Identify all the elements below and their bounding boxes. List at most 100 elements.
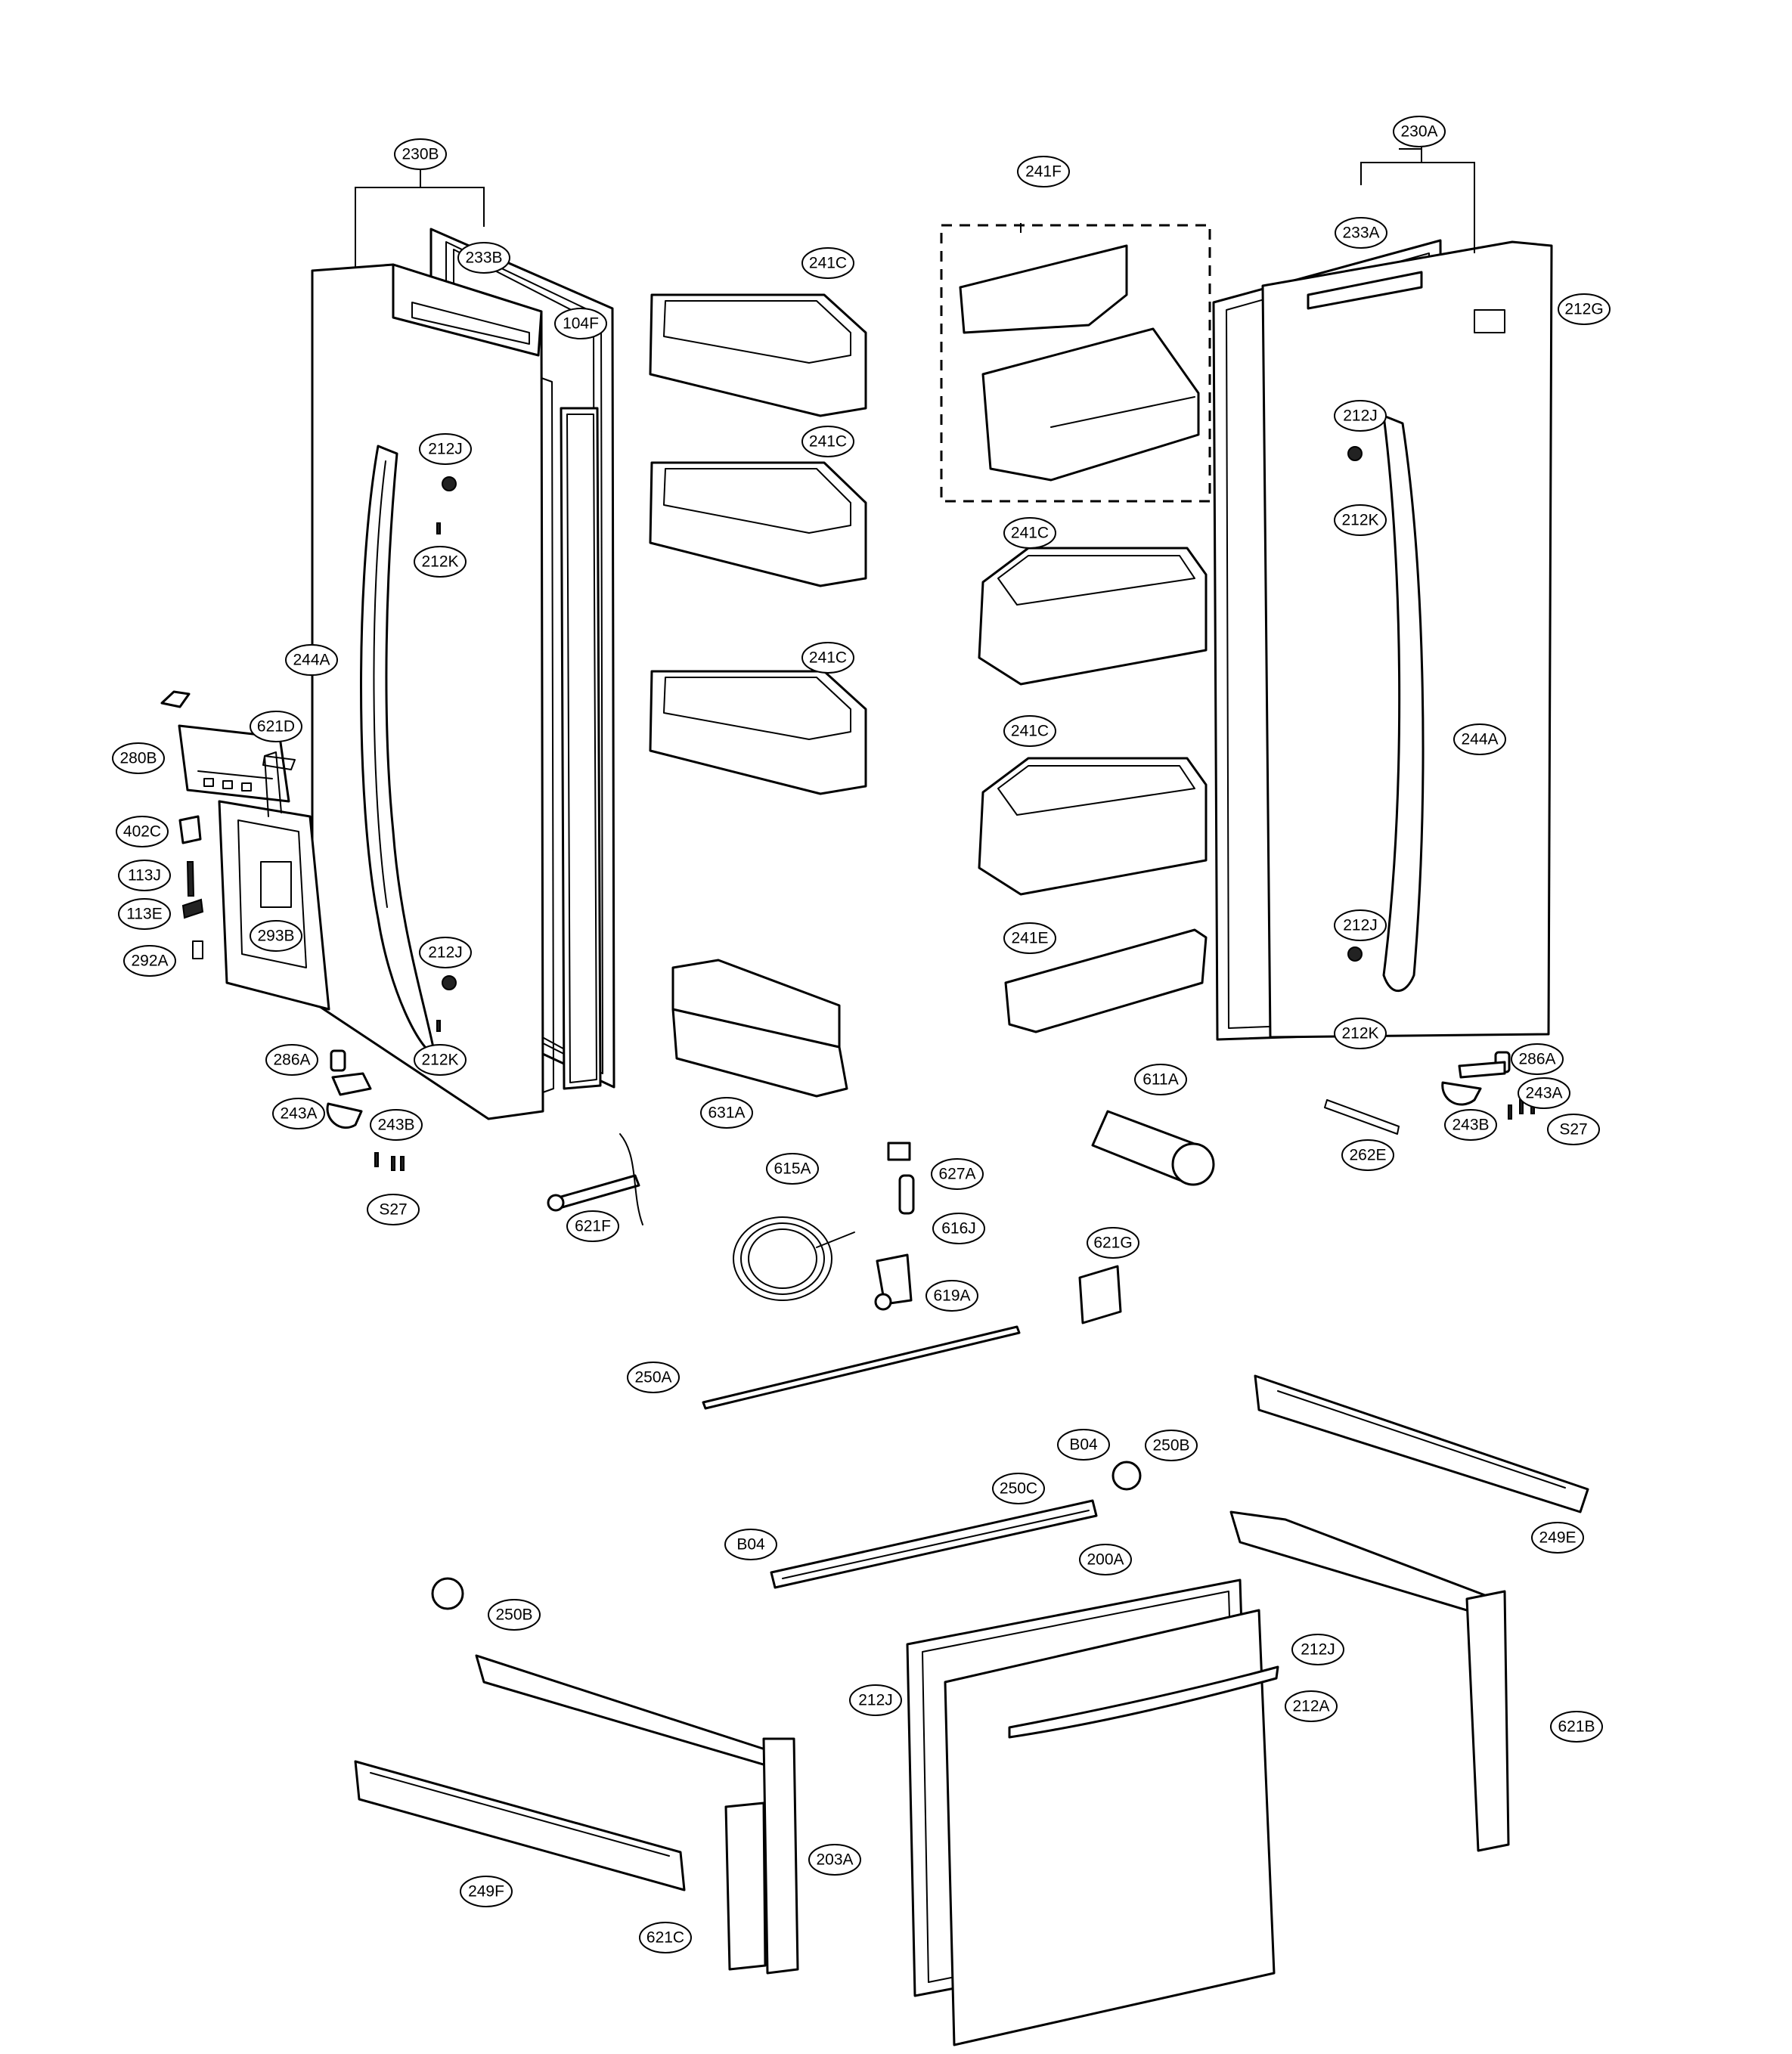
callout-bubble [118,898,171,930]
callout-631a: 631A [700,1097,753,1129]
callout-label: 241F [1025,163,1062,181]
bin-631a [671,959,848,1098]
callout-bubble [1334,400,1387,432]
callout-bubble [766,1153,819,1185]
bracket-621b [1229,1510,1510,1852]
callout-280b: 280B [112,742,165,774]
callout-243b: 243B [370,1109,423,1141]
callout-bubble [1547,1114,1600,1145]
rail-249f [354,1760,686,1891]
callout-bubble [1134,1064,1187,1095]
callout-label: 212A [1292,1698,1329,1715]
callout-bubble [554,308,607,339]
callout-243a: 243A [272,1098,325,1129]
callout-bubble [1003,517,1056,549]
gears-250b [431,1461,1142,1610]
callout-249e: 249E [1531,1522,1584,1554]
callout-bubble [112,742,165,774]
bar-250c [770,1499,1098,1589]
callout-label: 212K [1341,512,1378,529]
callout-230b: 230B [394,138,447,170]
callout-label: 292A [131,953,168,970]
callout-label: 212J [858,1692,893,1709]
callout-label: 250C [1000,1480,1037,1498]
callout-label: 230B [401,146,439,163]
callout-621g: 621G [1087,1227,1139,1259]
left-hinge-parts [326,1049,405,1171]
callout-label: 280B [119,750,157,767]
callout-layer: 230B233B104F212J212K244A621D280B402C113J… [112,116,1611,1953]
callout-bubble [250,711,302,742]
callout-619a: 619A [925,1280,978,1312]
callout-241e: 241E [1003,922,1056,954]
callout-241c: 241C [1003,517,1056,549]
callout-label: 212J [1301,1641,1335,1659]
callout-286a: 286A [1511,1043,1564,1075]
callout-212j: 212J [849,1684,902,1716]
mullion-104f [560,407,602,1090]
callout-bubble [566,1210,619,1242]
callout-label: 212G [1564,301,1603,318]
coil-615a [733,1216,855,1301]
callout-230a: 230A [1393,116,1446,147]
callout-bubble [123,945,176,977]
callout-244a: 244A [1453,723,1506,755]
callout-233a: 233A [1335,217,1387,249]
callout-bubble [925,1280,978,1312]
callout-241c: 241C [801,247,854,279]
callout-bubble [1079,1544,1132,1575]
callout-b04: B04 [1057,1429,1110,1461]
callout-611a: 611A [1134,1064,1187,1095]
callout-212k: 212K [1334,504,1387,536]
callout-113e: 113E [118,898,171,930]
callout-bubble [1017,156,1070,187]
callout-label: 104F [563,315,599,333]
callout-bubble [849,1684,902,1716]
callout-bubble [1003,715,1056,747]
callout-113j: 113J [118,860,171,891]
callout-250a: 250A [627,1362,680,1393]
tube-621f [547,1133,643,1225]
callout-label: 241C [809,649,847,667]
callout-bubble [419,937,472,968]
callout-104f: 104F [554,308,607,339]
leader-lines [355,147,1475,268]
callout-bubble [724,1529,777,1560]
callout-212k: 212K [414,546,467,578]
callout-212j: 212J [1334,400,1387,432]
callout-label: 241C [809,255,847,272]
callout-label: 212K [421,553,458,571]
strip-250a [702,1325,1021,1410]
callout-293b: 293B [250,920,302,952]
callout-bubble [1393,116,1446,147]
callout-label: 212J [1343,407,1378,425]
callout-label: 627A [938,1166,975,1183]
callout-bubble [931,1158,984,1190]
callout-label: 243A [1525,1085,1562,1102]
callout-s27: S27 [1547,1114,1600,1145]
callout-bubble [1087,1227,1139,1259]
callout-label: 113J [128,867,161,884]
callout-bubble [285,644,338,676]
callout-bubble [801,642,854,674]
right-hinge-parts [1324,1051,1535,1135]
callout-label: 243A [280,1105,317,1123]
callout-label: 621G [1093,1235,1132,1252]
callout-212j: 212J [419,433,472,465]
callout-bubble [1291,1634,1344,1665]
callout-bubble [992,1473,1045,1504]
callout-label: S27 [1559,1121,1587,1139]
callout-bubble [367,1194,420,1225]
callout-616j: 616J [932,1213,985,1244]
callout-621c: 621C [639,1922,692,1953]
callout-label: 249F [468,1883,504,1901]
callout-label: 262E [1349,1147,1386,1164]
callout-label: 244A [293,652,330,669]
right-door-bins [978,547,1208,1033]
bracket-621c [475,1654,799,1975]
callout-249f: 249F [460,1876,513,1907]
callout-label: 615A [774,1160,811,1178]
callout-label: 286A [273,1052,310,1069]
callout-233b: 233B [457,242,510,274]
callout-bubble [250,920,302,952]
